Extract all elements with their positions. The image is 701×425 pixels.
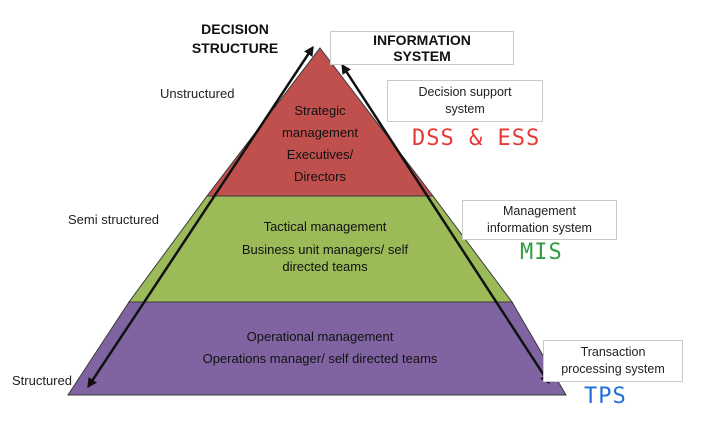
- decision-structure-heading: DECISION STRUCTURE: [191, 21, 279, 56]
- dss-box-line1: Decision support: [418, 85, 512, 99]
- tier-top-line4: Directors: [293, 169, 346, 184]
- unstructured-label: Unstructured: [160, 86, 235, 101]
- mis-box: Management information system: [462, 200, 617, 240]
- mis-annotation: MIS: [520, 240, 563, 265]
- tier-top-line2: management: [282, 125, 358, 140]
- mis-box-line2: information system: [487, 221, 592, 235]
- tps-box-line1: Transaction: [580, 345, 646, 359]
- tier-middle-text: Tactical management Business unit manage…: [210, 216, 440, 275]
- tier-middle-line3: directed teams: [282, 259, 368, 274]
- dss-box: Decision support system: [387, 80, 543, 122]
- information-system-heading: INFORMATION SYSTEM: [330, 31, 514, 65]
- tier-top-text: Strategic management Executives/ Directo…: [255, 100, 385, 188]
- tier-bottom-line2: Operations manager/ self directed teams: [202, 351, 438, 366]
- mis-box-line1: Management: [503, 204, 576, 218]
- decision-structure-arrow: [87, 45, 314, 389]
- structured-label: Structured: [12, 373, 72, 388]
- tps-box: Transaction processing system: [543, 340, 683, 382]
- tier-middle-line2: Business unit managers/ self: [241, 242, 409, 257]
- tps-annotation: TPS: [584, 384, 627, 409]
- tps-box-line2: processing system: [561, 362, 665, 376]
- semi-structured-label: Semi structured: [68, 212, 160, 227]
- tier-middle-line1: Tactical management: [263, 219, 387, 234]
- tier-bottom-text: Operational management Operations manage…: [165, 326, 475, 370]
- tier-bottom-line1: Operational management: [246, 329, 394, 344]
- information-system-arrow: [341, 63, 550, 385]
- tier-top-line3: Executives/: [286, 147, 354, 162]
- dss-box-line2: system: [445, 102, 485, 116]
- tier-top-line1: Strategic: [294, 103, 346, 118]
- dss-ess-annotation: DSS & ESS: [412, 126, 541, 151]
